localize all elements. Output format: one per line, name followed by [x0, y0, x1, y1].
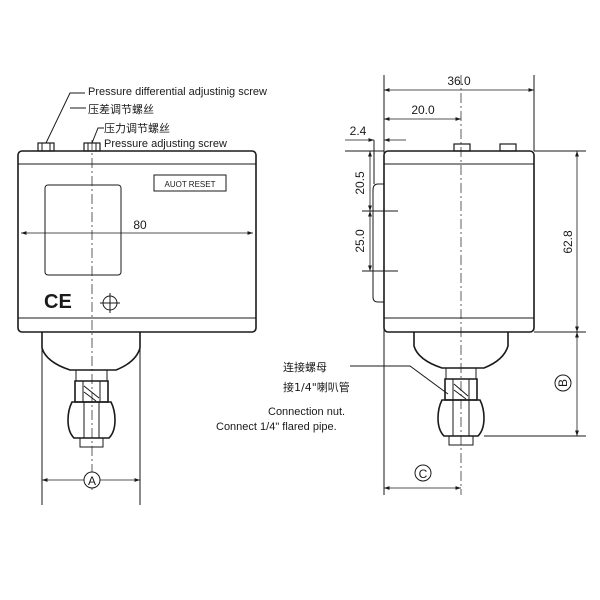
label-pressure-screw-cn: 压力调节螺丝	[104, 122, 170, 135]
callout-b-circle	[554, 374, 572, 392]
diff-screw	[37, 142, 55, 152]
reset-label: AUOT RESET	[165, 180, 216, 189]
callout-a-circle	[83, 471, 101, 489]
dim-side-small: 2.4	[350, 124, 367, 138]
label-connection-nut-cn: 连接螺母	[283, 361, 327, 374]
side-screw-2	[499, 143, 517, 152]
dim-side-height: 62.8	[561, 230, 575, 254]
label-connection-nut-en: Connection nut.	[268, 406, 345, 418]
label-pressure-screw-en: Pressure adjusting screw	[104, 138, 227, 150]
side-screw-1	[453, 143, 471, 152]
callout-c-circle	[414, 464, 432, 482]
callout-a: A	[88, 474, 96, 488]
label-diff-screw-en: Pressure differential adjustinig screw	[88, 86, 267, 98]
side-body	[383, 150, 535, 333]
front-view: AUOT RESET CE 80 A	[17, 140, 257, 505]
label-flared-pipe-cn: 接1/4"喇叭管	[283, 380, 350, 394]
ce-mark: CE	[44, 291, 72, 313]
callout-b: B	[556, 379, 570, 387]
side-view: 36.0 20.0 2.4 20.5 25.0 62.8 B C	[345, 74, 586, 495]
dial-window	[44, 184, 122, 276]
connection-annotations: 连接螺母 接1/4"喇叭管 Connection nut. Connect 1/…	[216, 361, 449, 433]
label-diff-screw-cn: 压差调节螺丝	[88, 102, 154, 116]
dim-side-offset: 20.0	[411, 103, 435, 117]
dim-side-lower: 25.0	[353, 229, 367, 253]
reset-label-box	[153, 174, 227, 192]
dim-side-upper: 20.5	[353, 171, 367, 195]
dim-side-width: 36.0	[447, 74, 471, 88]
callout-c: C	[419, 467, 428, 481]
dim-front-width: 80	[133, 218, 147, 232]
label-flared-pipe-en: Connect 1/4" flared pipe.	[216, 421, 337, 433]
front-body	[17, 150, 257, 333]
screw-annotations: Pressure differential adjustinig screw 压…	[45, 86, 267, 150]
